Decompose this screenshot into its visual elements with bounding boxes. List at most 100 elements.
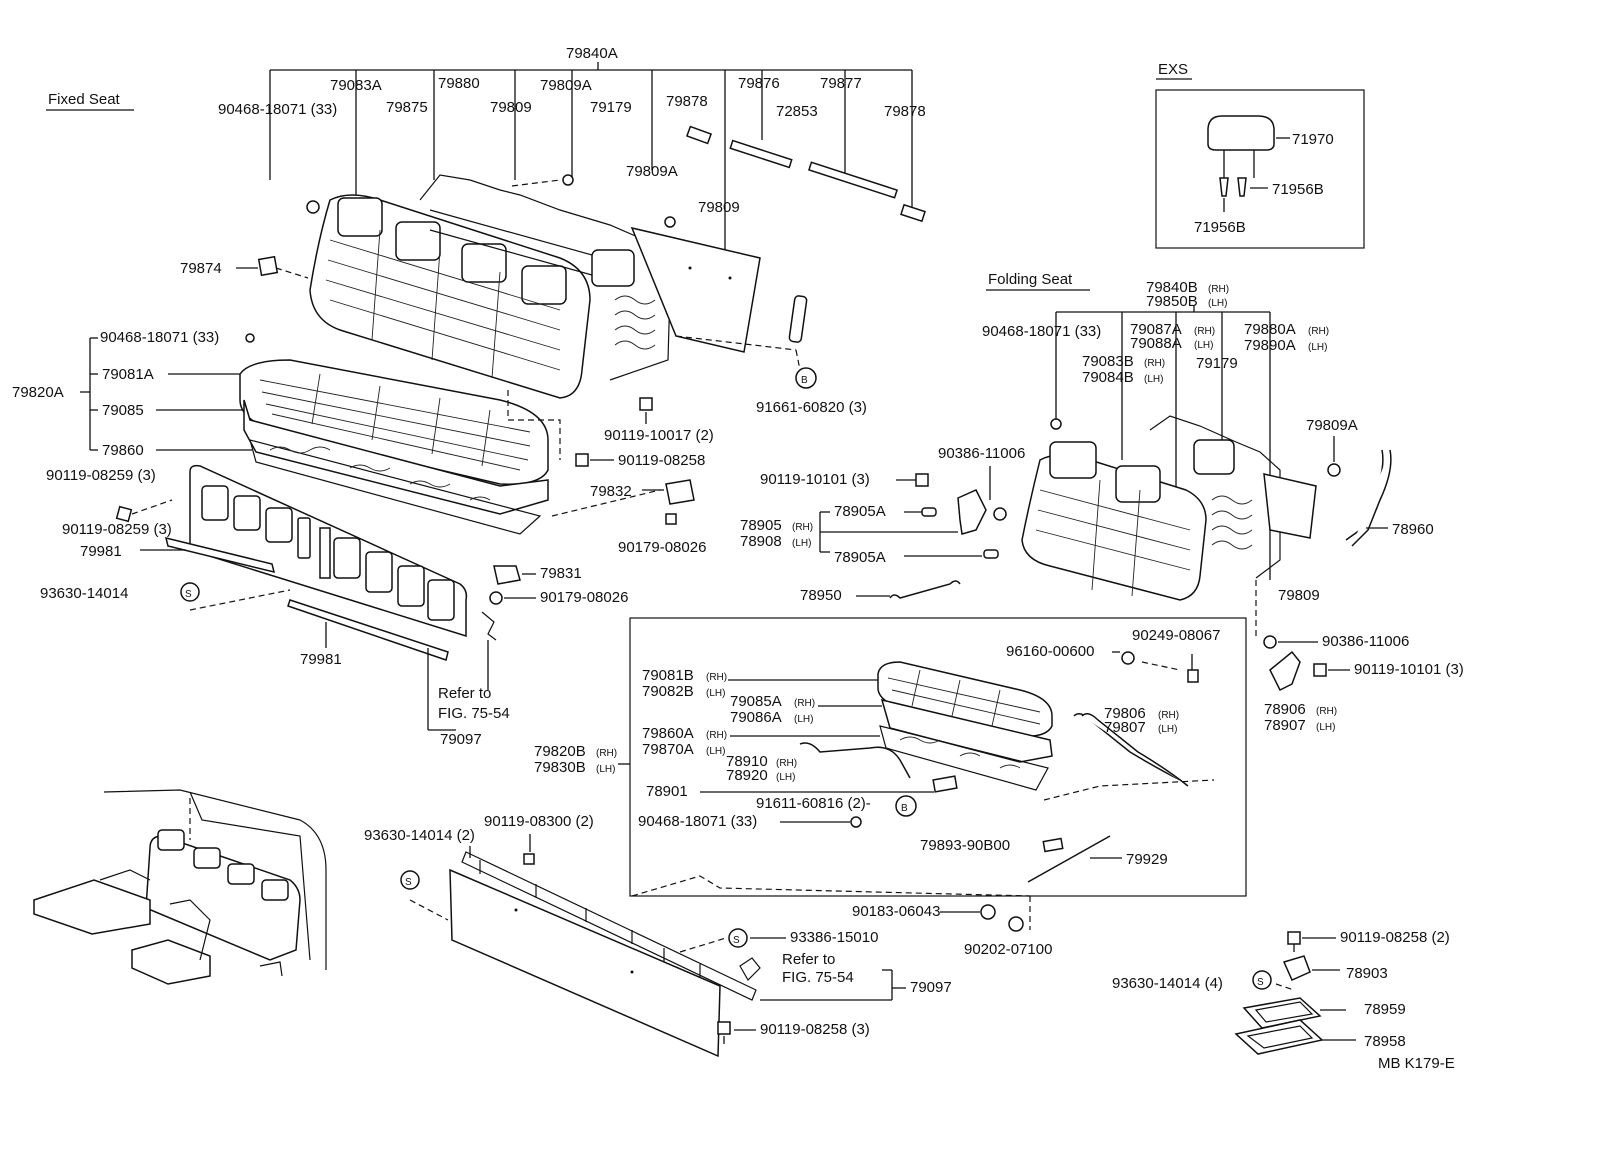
callout-79981-a: 79981 xyxy=(80,543,122,560)
svg-text:S: S xyxy=(405,877,412,888)
callout-96160-00600: 96160-00600 xyxy=(1006,643,1094,660)
callout-79890A: 79890A xyxy=(1244,337,1296,354)
svg-text:S: S xyxy=(185,589,192,600)
callout-79081A: 79081A xyxy=(102,366,154,383)
tag-78910-rh: (RH) xyxy=(776,758,797,769)
folding-seat-backrest xyxy=(1021,415,1392,601)
tag-79806-rh: (RH) xyxy=(1158,710,1179,721)
fixed-seat-lower-panel xyxy=(164,464,468,661)
callout-79878-b: 79878 xyxy=(884,103,926,120)
tag-79880A-rh: (RH) xyxy=(1308,326,1329,337)
svg-text:B: B xyxy=(801,375,808,386)
svg-text:Folding Seat: Folding Seat xyxy=(988,271,1073,288)
callout-93630-14014-c: 93630-14014 (4) xyxy=(1112,975,1223,992)
tag-78905-rh: (RH) xyxy=(792,522,813,533)
callout-90179-08026-a: 90179-08026 xyxy=(618,539,706,556)
callout-79981-b: 79981 xyxy=(300,651,342,668)
callout-78910: 78910 xyxy=(726,753,768,770)
tag-78908-lh: (LH) xyxy=(792,538,811,549)
fixed-seat-backrest xyxy=(257,125,926,399)
callout-79085A: 79085A xyxy=(730,693,782,710)
callout-90202-07100: 90202-07100 xyxy=(964,941,1052,958)
callout-79880: 79880 xyxy=(438,75,480,92)
callout-90119-08258-c: 90119-08258 (2) xyxy=(1340,929,1450,946)
callout-79929: 79929 xyxy=(1126,851,1168,868)
callout-79083A: 79083A xyxy=(330,77,382,94)
callout-79875: 79875 xyxy=(386,99,428,116)
callout-90119-10101-b: 90119-10101 (3) xyxy=(1354,661,1464,678)
callout-79877: 79877 xyxy=(820,75,862,92)
tag-79085A-rh: (RH) xyxy=(794,698,815,709)
callout-79097-a: 79097 xyxy=(440,731,482,748)
fixed-seat-bracket xyxy=(269,62,913,260)
callout-90468-18071-33: 90468-18071 (33) xyxy=(100,329,219,346)
callout-90119-10017: 90119-10017 (2) xyxy=(604,427,714,444)
callout-78905: 78905 xyxy=(740,517,782,534)
svg-text:S: S xyxy=(1257,977,1264,988)
folding-lower-panel xyxy=(449,851,757,1058)
drawing-code: MB K179-E xyxy=(1378,1055,1455,1072)
callout-71956B-b: 71956B xyxy=(1194,219,1246,236)
folding-seat-title: Folding Seat xyxy=(986,271,1090,291)
callout-79086A: 79086A xyxy=(730,709,782,726)
callout-90386-11006-a: 90386-11006 xyxy=(938,445,1025,462)
callout-79097-b: 79097 xyxy=(910,979,952,996)
svg-text:EXS: EXS xyxy=(1158,61,1188,78)
callout-79179-fold: 79179 xyxy=(1196,355,1238,372)
tag-79083B-rh: (RH) xyxy=(1144,358,1165,369)
fold-78905-bracket xyxy=(819,511,958,553)
tag-78906-rh: (RH) xyxy=(1316,706,1337,717)
callout-79806: 79806 xyxy=(1104,705,1146,722)
tag-79084B-lh: (LH) xyxy=(1144,374,1163,385)
callout-79831: 79831 xyxy=(540,565,582,582)
callout-79809A-mid: 79809A xyxy=(626,163,678,180)
callout-79809A-top: 79809A xyxy=(540,77,592,94)
callout-79809-mid: 79809 xyxy=(698,199,740,216)
svg-text:Fixed Seat: Fixed Seat xyxy=(48,91,121,108)
tag-79086A-lh: (LH) xyxy=(794,714,813,725)
callout-78959: 78959 xyxy=(1364,1001,1406,1018)
callout-78905A-b: 78905A xyxy=(834,549,886,566)
tag-79850B-lh: (LH) xyxy=(1208,298,1227,309)
callout-90468-18071-fixed: 90468-18071 (33) xyxy=(218,101,337,118)
s-symbol-a: S xyxy=(180,582,200,602)
callout-79840B: 79840B xyxy=(1146,279,1198,296)
callout-79870A: 79870A xyxy=(642,741,694,758)
callout-90468-18071-d: 90468-18071 (33) xyxy=(638,813,757,830)
callout-79081B: 79081B xyxy=(642,667,694,684)
callout-79179-fixed: 79179 xyxy=(590,99,632,116)
callout-78950: 78950 xyxy=(800,587,842,604)
callout-79893-90B00: 79893-90B00 xyxy=(920,837,1010,854)
callout-79809-top: 79809 xyxy=(490,99,532,116)
callout-90386-11006-b: 90386-11006 xyxy=(1322,633,1409,650)
tag-79081B-rh: (RH) xyxy=(706,672,727,683)
tag-79082B-lh: (LH) xyxy=(706,688,725,699)
callout-90468-18071-fold: 90468-18071 (33) xyxy=(982,323,1101,340)
tag-79870A-lh: (LH) xyxy=(706,746,725,757)
tag-78920-lh: (LH) xyxy=(776,772,795,783)
callout-79850B: 79850B xyxy=(1146,293,1198,310)
tag-79890A-lh: (LH) xyxy=(1308,342,1327,353)
callout-78905A-a: 78905A xyxy=(834,503,886,520)
callout-78906: 78906 xyxy=(1264,701,1306,718)
callout-79084B: 79084B xyxy=(1082,369,1134,386)
b-symbol-a: B xyxy=(795,367,817,389)
exs-box xyxy=(1155,89,1365,249)
callout-78920: 78920 xyxy=(726,767,768,784)
callout-90119-08259-a: 90119-08259 (3) xyxy=(46,467,156,484)
tag-79840B-rh: (RH) xyxy=(1208,284,1229,295)
callout-78901: 78901 xyxy=(646,783,688,800)
callout-93386-15010: 93386-15010 xyxy=(790,929,878,946)
callout-78960: 78960 xyxy=(1392,521,1434,538)
callout-79860: 79860 xyxy=(102,442,144,459)
callout-78907: 78907 xyxy=(1264,717,1306,734)
ref-b-line2: FIG. 75-54 xyxy=(782,969,854,986)
tag-79088A-lh: (LH) xyxy=(1194,340,1213,351)
callout-90119-08300: 90119-08300 (2) xyxy=(484,813,594,830)
callout-91661-60820: 91661-60820 (3) xyxy=(756,399,867,416)
callout-72853: 72853 xyxy=(776,103,818,120)
fixed-cushion-bracket xyxy=(80,337,98,451)
tag-78907-lh: (LH) xyxy=(1316,722,1335,733)
callout-79820A: 79820A xyxy=(12,384,64,401)
